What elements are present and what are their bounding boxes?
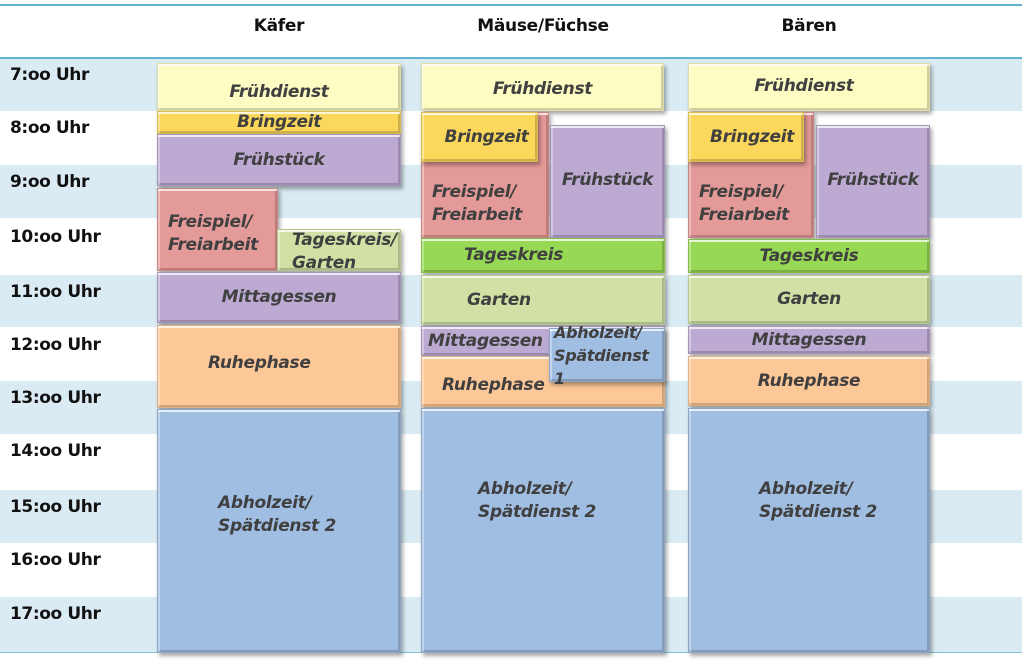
block-label: Mittagessen: [428, 330, 543, 351]
block-label: Ruhephase: [208, 353, 311, 373]
maeuse-abholzeit2-block: Abholzeit/Spätdienst 2: [421, 408, 665, 653]
time-label: 15:oo Uhr: [10, 497, 101, 517]
block-label: Spätdienst 2: [759, 501, 878, 522]
block-label: Freiarbeit: [432, 205, 522, 225]
baeren-tageskreis-block: Tageskreis: [688, 239, 930, 273]
kaefer-mittagessen-block: Mittagessen: [157, 272, 401, 323]
block-label: Freiarbeit: [699, 205, 789, 225]
column-header-kaefer: Käfer: [253, 16, 305, 36]
column-header-baeren: Bären: [781, 16, 837, 36]
maeuse-fruehstueck-block: Frühstück: [550, 125, 665, 238]
baeren-bringzeit-block: Bringzeit: [688, 112, 804, 162]
block-label: Bringzeit: [709, 126, 795, 147]
baeren-abholzeit-block: Abholzeit/Spätdienst 2: [688, 408, 930, 653]
block-label: Garten: [467, 289, 531, 310]
block-label: Abholzeit/: [554, 322, 642, 342]
block-label: Spätdienst 2: [478, 501, 597, 522]
table-top-rule: [0, 4, 1022, 6]
header-rule: [0, 57, 1022, 59]
column-header-maeuse-fuechse: Mäuse/Füchse: [477, 16, 609, 36]
time-label: 8:oo Uhr: [10, 118, 89, 138]
maeuse-tageskreis-block: Tageskreis: [421, 238, 665, 273]
kaefer-abholzeit-block: Abholzeit/Spätdienst 2: [157, 409, 401, 653]
kaefer-fruehstueck-block: Frühstück: [157, 134, 401, 186]
block-label: Freispiel/: [168, 211, 253, 232]
maeuse-abholzeit1-block: Abholzeit/Spätdienst 1: [549, 323, 665, 388]
kaefer-freispiel-block: Freispiel/Freiarbeit: [157, 188, 278, 271]
block-label: Ruhephase: [757, 370, 861, 391]
block-label: Spätdienst 2: [218, 516, 337, 536]
block-label: Frühdienst: [492, 78, 593, 99]
time-label: 12:oo Uhr: [10, 335, 101, 355]
block-label: Frühdienst: [229, 81, 329, 102]
block-label: Garten: [777, 289, 841, 309]
baeren-mittagessen-block: Mittagessen: [688, 326, 930, 354]
block-label: Mittagessen: [221, 287, 337, 307]
time-label: 11:oo Uhr: [10, 282, 101, 302]
kaefer-ruhephase-block: Ruhephase: [157, 325, 401, 408]
kaefer-tageskreis-garten-block: Tageskreis/Garten: [277, 229, 401, 273]
block-label: Tageskreis: [464, 245, 564, 265]
block-label: Frühstück: [561, 170, 654, 190]
time-label: 10:oo Uhr: [10, 227, 101, 247]
time-label: 14:oo Uhr: [10, 441, 101, 461]
block-label: Frühstück: [827, 170, 919, 190]
block-label: Garten: [292, 253, 356, 273]
time-label: 7:oo Uhr: [10, 65, 89, 85]
block-label: Ruhephase: [442, 375, 545, 395]
time-label: 16:oo Uhr: [10, 550, 101, 570]
kaefer-bringzeit-block: Bringzeit: [157, 111, 401, 134]
maeuse-fruehdienst-block: Frühdienst: [421, 63, 664, 111]
kaefer-fruehdienst-block: Frühdienst: [157, 63, 401, 111]
block-label: Bringzeit: [236, 112, 322, 132]
block-label: Spätdienst 1: [554, 345, 649, 388]
time-label: 17:oo Uhr: [10, 604, 101, 624]
baeren-fruehdienst-block: Frühdienst: [688, 63, 930, 111]
block-label: Frühstück: [233, 149, 325, 170]
block-label: Frühdienst: [754, 75, 854, 96]
block-label: Freiarbeit: [168, 234, 258, 255]
block-label: Tageskreis/: [292, 230, 397, 250]
block-label: Freispiel/: [432, 182, 517, 202]
block-label: Mittagessen: [751, 329, 867, 350]
time-label: 9:oo Uhr: [10, 172, 89, 192]
baeren-ruhephase-block: Ruhephase: [688, 356, 930, 406]
block-label: Tageskreis: [759, 245, 859, 266]
block-label: Bringzeit: [444, 126, 529, 147]
maeuse-bringzeit-block: Bringzeit: [421, 112, 538, 162]
block-label: Abholzeit/: [478, 478, 572, 499]
time-label: 13:oo Uhr: [10, 388, 101, 408]
baeren-fruehstueck-block: Frühstück: [816, 125, 930, 238]
maeuse-garten-block: Garten: [421, 275, 665, 325]
block-label: Freispiel/: [699, 182, 784, 202]
block-label: Abholzeit/: [218, 493, 312, 513]
baeren-garten-block: Garten: [688, 275, 930, 324]
block-label: Abholzeit/: [759, 478, 853, 499]
